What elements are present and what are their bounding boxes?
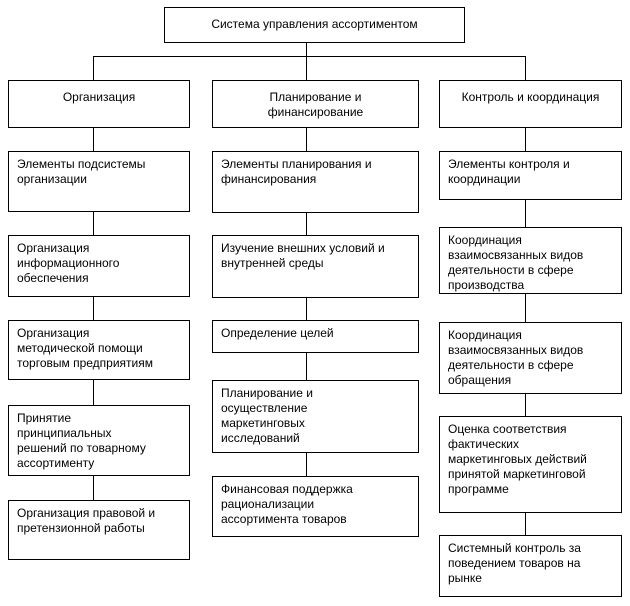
col2-item-external-conditions-study: Изучение внешних условий и внутренней ср… bbox=[212, 235, 419, 298]
col2-item-financial-support: Финансовая поддержка рационализации ассо… bbox=[212, 476, 419, 537]
connector-root-stem bbox=[306, 43, 307, 56]
col1-item-methodical-help: Организация методической помощи торговым… bbox=[8, 320, 190, 380]
connector-col3-seg3 bbox=[525, 294, 526, 322]
col2-item-marketing-research: Планирование и осуществление маркетингов… bbox=[212, 380, 419, 453]
column-header-planning-financing: Планирование и финансирование bbox=[212, 80, 419, 128]
connector-col3-seg4 bbox=[525, 394, 526, 416]
col1-item-legal-claims-work: Организация правовой и претензионной раб… bbox=[8, 500, 190, 560]
connector-col3-seg2 bbox=[525, 200, 526, 227]
connector-col3-seg5 bbox=[525, 513, 526, 535]
connector-col1-seg3 bbox=[93, 297, 94, 320]
connector-col2-seg4 bbox=[306, 353, 307, 380]
connector-col3-seg1 bbox=[525, 128, 526, 151]
column-header-control-coordination: Контроль и координация bbox=[439, 80, 622, 128]
col3-item-marketing-actions-assessment: Оценка соответствия фактических маркетин… bbox=[439, 416, 622, 513]
col2-item-goal-definition: Определение целей bbox=[212, 320, 419, 353]
col2-item-planning-elements: Элементы планирования и финансирования bbox=[212, 151, 419, 213]
col1-item-information-support: Организация информационного обеспечения bbox=[8, 235, 190, 297]
connector-col1-seg2 bbox=[93, 212, 94, 235]
col3-item-system-market-control: Системный контроль за поведением товаров… bbox=[439, 535, 622, 597]
connector-col2-seg2 bbox=[306, 213, 307, 235]
connector-crossbar bbox=[93, 56, 526, 57]
connector-col1-seg1 bbox=[93, 128, 94, 151]
root-box: Система управления ассортиментом bbox=[164, 7, 465, 43]
col3-item-coordination-circulation: Координация взаимосвязанных видов деятел… bbox=[439, 322, 622, 394]
connector-drop-col1 bbox=[93, 56, 94, 80]
column-header-organization: Организация bbox=[8, 80, 190, 128]
col1-item-subsystem-elements: Элементы подсистемы организации bbox=[8, 151, 190, 212]
col3-item-control-elements: Элементы контроля и координации bbox=[439, 151, 622, 200]
connector-col2-seg3 bbox=[306, 298, 307, 320]
col1-item-principal-decisions: Принятие принципиальных решений по товар… bbox=[8, 405, 190, 476]
connector-col1-seg4 bbox=[93, 380, 94, 405]
connector-drop-col3 bbox=[525, 56, 526, 80]
connector-col1-seg5 bbox=[93, 476, 94, 500]
connector-col2-seg5 bbox=[306, 453, 307, 476]
connector-drop-col2 bbox=[306, 56, 307, 80]
col3-item-coordination-production: Координация взаимосвязанных видов деятел… bbox=[439, 227, 622, 294]
connector-col2-seg1 bbox=[306, 128, 307, 151]
